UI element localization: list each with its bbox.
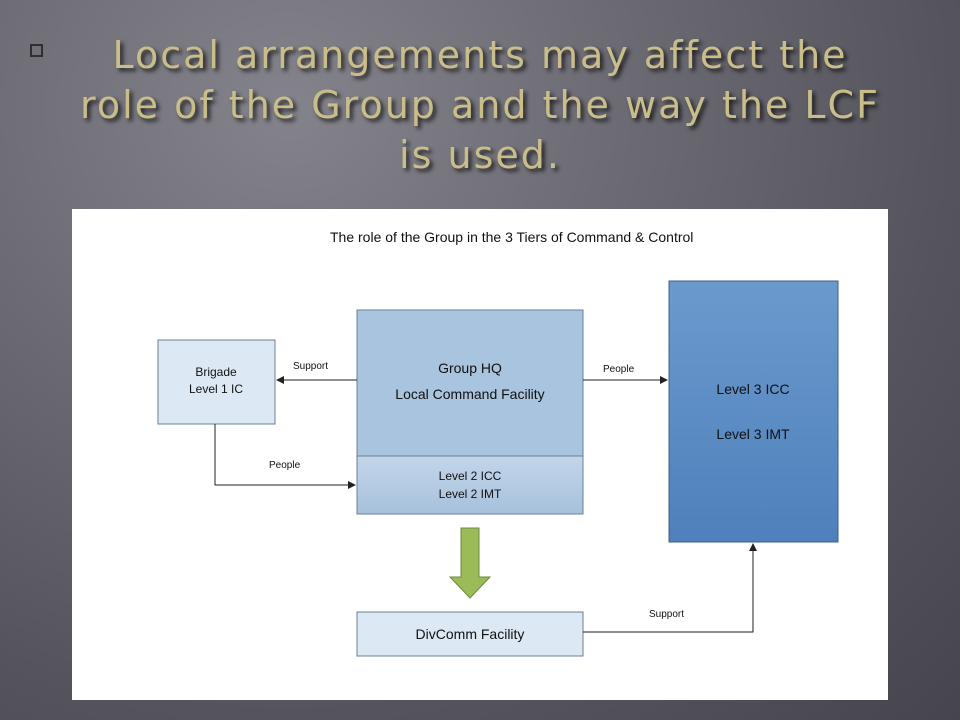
slide-title-line-2: role of the Group and the way the LCF — [80, 83, 880, 127]
brigade-level-label: Level 1 IC — [189, 382, 243, 396]
edge-label-people-level-3: People — [603, 364, 635, 375]
divcomm-box — [356, 611, 584, 657]
diagram-panel: The role of the Group in the 3 Tiers of … — [72, 209, 888, 700]
edge-label-people-level-2: People — [269, 460, 301, 471]
down-arrow-icon — [448, 527, 492, 599]
brigade-label: Brigade — [195, 365, 237, 379]
edge-label-support-level-3: Support — [649, 609, 684, 620]
slide-title-line-3: is used. — [399, 133, 561, 177]
group-hq-box — [356, 309, 584, 457]
slide-title-line-1: Local arrangements may affect the — [112, 33, 848, 77]
level-3-box — [668, 280, 839, 543]
slide-title: Local arrangements may affect the role o… — [40, 30, 920, 180]
divcomm-label: DivComm Facility — [416, 626, 525, 642]
connector-brigade-to-level-2 — [214, 424, 356, 489]
level-3-icc-label: Level 3 ICC — [716, 381, 789, 397]
brigade-box — [157, 339, 276, 425]
level-2-icc-label: Level 2 ICC — [439, 469, 502, 483]
diagram-title: The role of the Group in the 3 Tiers of … — [330, 229, 693, 245]
local-command-facility-label: Local Command Facility — [395, 386, 544, 402]
edge-label-support-brigade: Support — [293, 361, 328, 372]
level-3-imt-label: Level 3 IMT — [716, 426, 790, 442]
connector-divcomm-to-level-3 — [583, 543, 757, 633]
slide-bullet-icon — [30, 44, 43, 57]
level-2-imt-label: Level 2 IMT — [439, 487, 502, 501]
group-hq-label: Group HQ — [438, 360, 502, 376]
level-2-box — [356, 455, 584, 515]
command-control-diagram: The role of the Group in the 3 Tiers of … — [157, 229, 839, 657]
